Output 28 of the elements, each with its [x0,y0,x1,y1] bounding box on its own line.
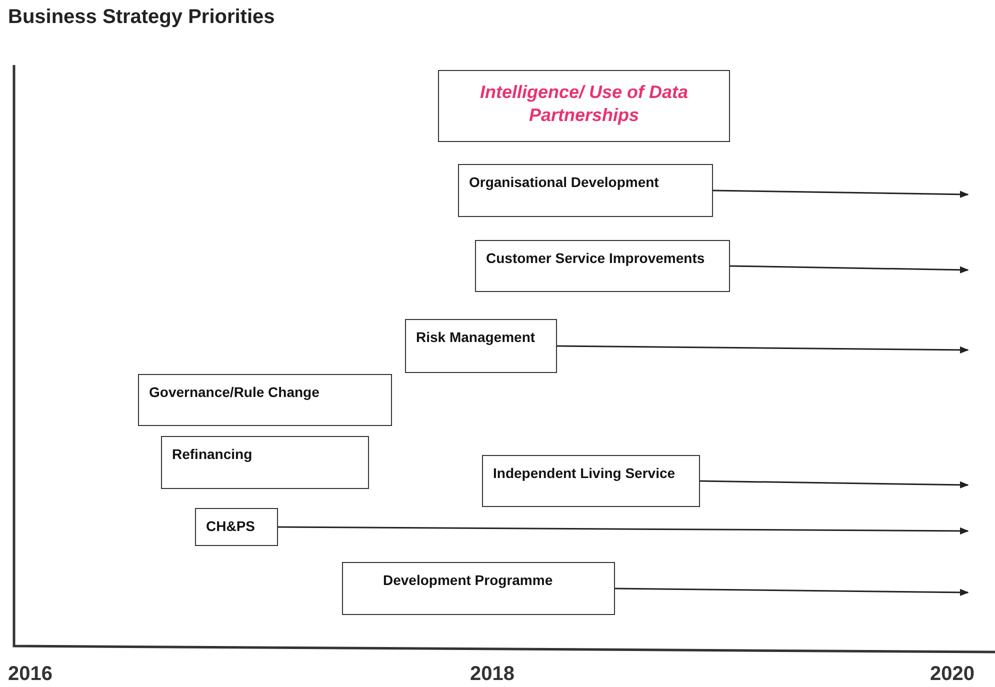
priority-box [195,508,278,546]
priority-box [405,319,557,373]
box-text: Independent Living Service [493,464,676,483]
chart-title: Business Strategy Priorities [8,6,275,29]
arrow [730,265,969,274]
priority-box [482,455,700,507]
box-text: Customer Service Improvements [486,249,706,268]
priority-box [342,562,615,615]
box-text: Organisational Development [469,173,660,192]
arrow [278,526,969,535]
arrow [700,480,969,488]
year-label: 2020 [930,663,974,686]
heading-text: Intelligence/ Use of Data Partnerships [478,81,690,127]
arrow [557,345,969,354]
priority-box [475,240,730,292]
priority-box [458,164,713,217]
box-text: Development Programme [383,571,554,590]
priority-box [438,70,730,142]
box-text: Risk Management [416,328,536,347]
priority-box [161,436,369,489]
priority-box [138,374,392,426]
year-label: 2018 [470,663,514,686]
year-label: 2016 [8,663,52,686]
box-text: CH&PS [206,517,256,536]
box-text: Governance/Rule Change [149,383,320,402]
arrow [712,190,969,198]
arrow [615,588,969,596]
box-text: Refinancing [172,445,254,464]
